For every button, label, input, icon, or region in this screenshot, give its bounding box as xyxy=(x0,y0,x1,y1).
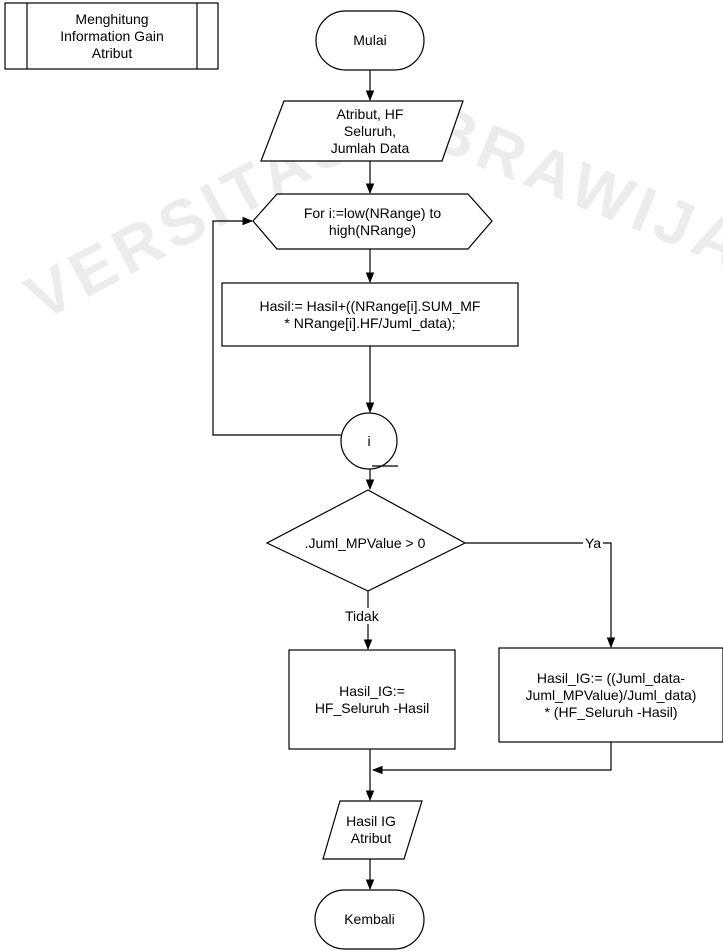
edge-label-no: Tidak xyxy=(343,608,381,624)
output-label: Hasil IG Atribut xyxy=(346,813,396,846)
edge-label-yes: Ya xyxy=(583,535,604,551)
start-label: Mulai xyxy=(353,32,387,48)
process-no-label: Hasil_IG:= HF_Seluruh -Hasil xyxy=(314,682,430,716)
title-label: Menghitung Information Gain Atribut xyxy=(60,10,164,61)
process-no-box xyxy=(288,649,456,750)
connector-label: i xyxy=(367,432,371,449)
output-parallelogram xyxy=(322,800,423,860)
input-parallelogram xyxy=(260,100,464,162)
process-yes-box xyxy=(498,647,723,743)
process-yes-label: Hasil_IG:= ((Juml_data- Juml_MPValue)/Ju… xyxy=(525,669,697,720)
input-label: Atribut, HF Seluruh, Jumlah Data xyxy=(330,105,410,156)
process1-box xyxy=(221,282,519,347)
edge-process-yes-merge xyxy=(371,742,612,775)
decision-label: .Juml_MPValue > 0 xyxy=(304,534,426,551)
edge-connector-loop-back xyxy=(212,216,341,436)
process1-label: Hasil:= Hasil+((NRange[i].SUM_MF * NRang… xyxy=(259,297,481,331)
loop-label: For i:=low(NRange) to high(NRange) xyxy=(303,204,442,238)
title-box xyxy=(4,2,219,70)
edge-decision-yes xyxy=(465,542,616,649)
end-label: Kembali xyxy=(344,911,395,927)
